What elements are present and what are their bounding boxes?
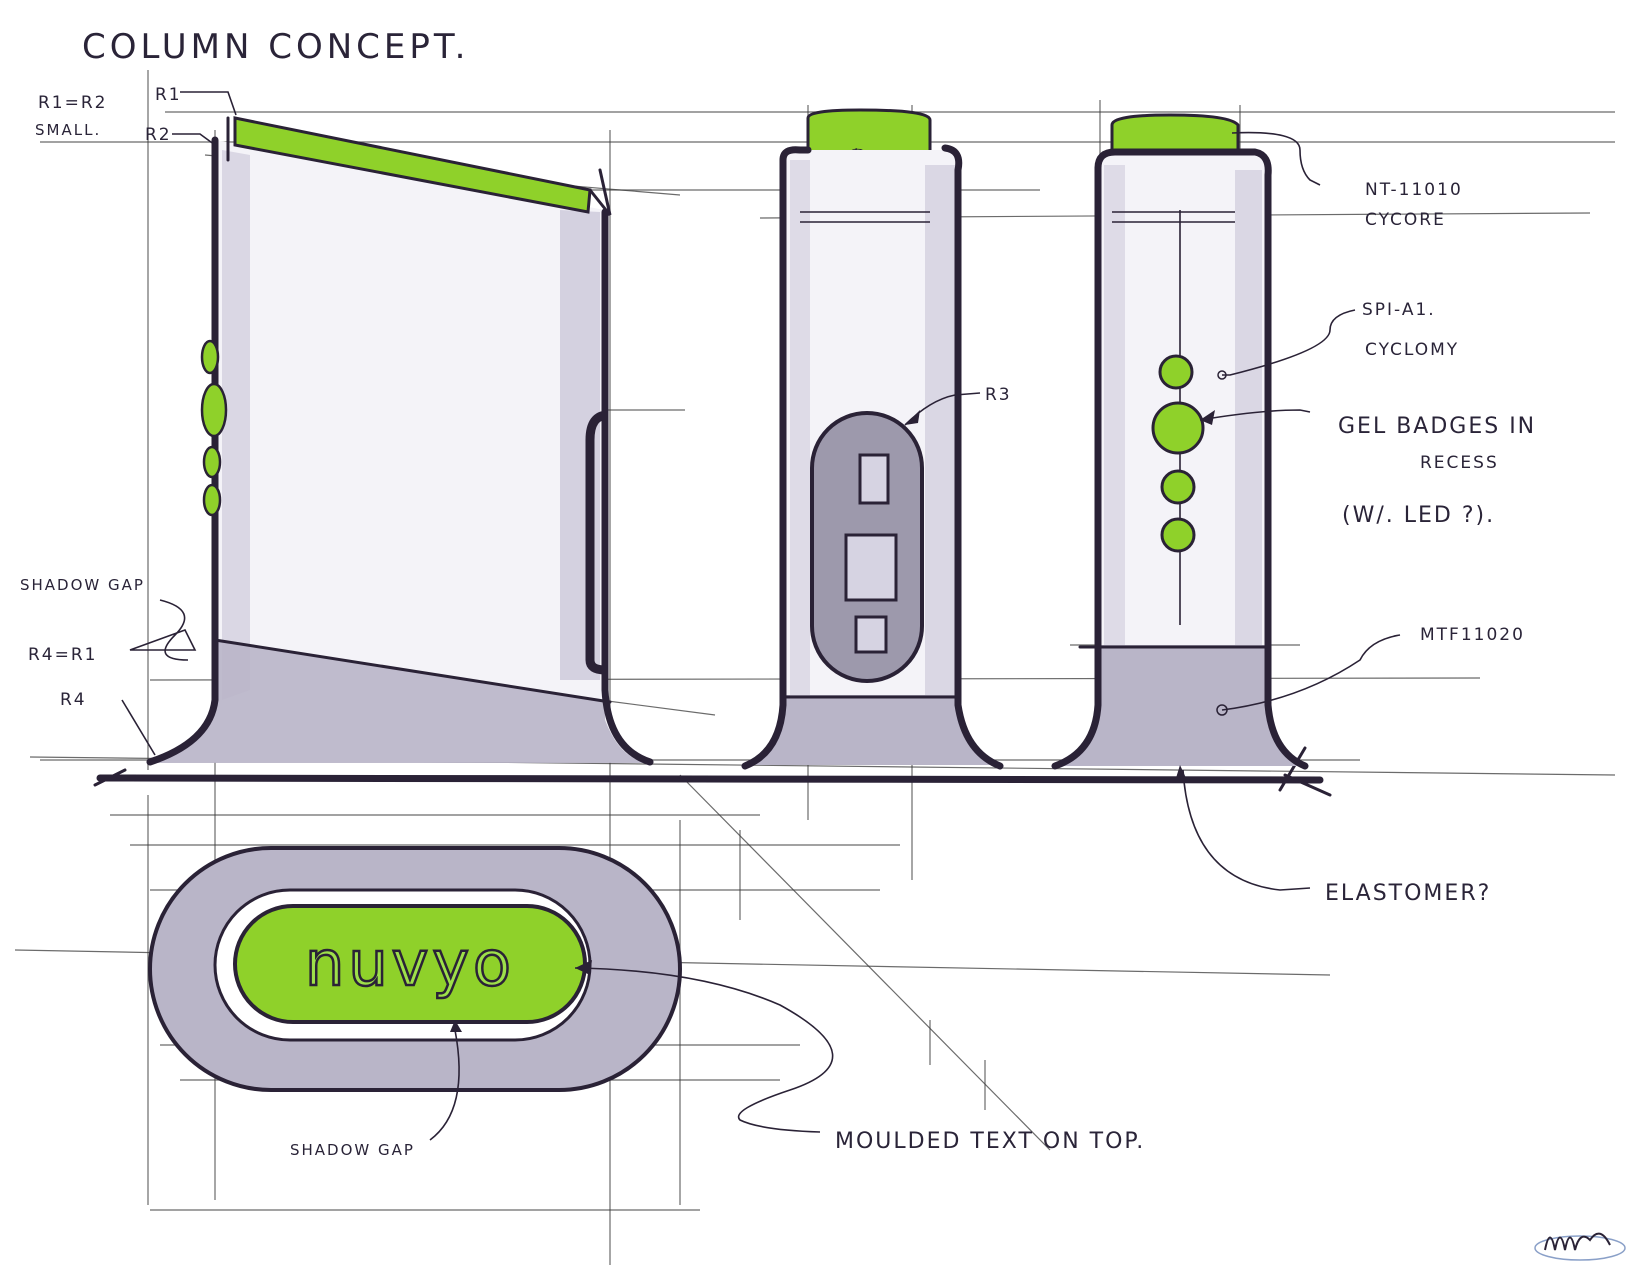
label-r2: R2 bbox=[145, 125, 172, 145]
front-power-button bbox=[854, 615, 888, 654]
label-elastomer: ELASTOMER? bbox=[1325, 881, 1491, 906]
front-media-port bbox=[844, 533, 898, 602]
label-spi: SPI-A1. bbox=[1362, 300, 1436, 320]
label-small: SMALL. bbox=[35, 121, 101, 139]
label-shadow-gap-top: SHADOW GAP bbox=[290, 1141, 415, 1159]
label-part-bottom: MTF11020 bbox=[1420, 625, 1525, 645]
label-r1-eq-r2: R1=R2 bbox=[38, 93, 108, 113]
side-badge bbox=[200, 339, 220, 375]
back-badge-large bbox=[1151, 401, 1205, 455]
ground-line bbox=[96, 774, 1324, 784]
label-r1: R1 bbox=[155, 85, 182, 105]
top-logo-text: nuvyo bbox=[305, 927, 515, 1000]
side-top-green-strip bbox=[233, 116, 592, 214]
label-r4: R4 bbox=[60, 690, 87, 710]
sketch-title: COLUMN CONCEPT. bbox=[82, 27, 469, 67]
label-moulded-text: MOULDED TEXT ON TOP. bbox=[835, 1129, 1145, 1154]
back-badge bbox=[1160, 469, 1196, 505]
label-r4-eq-r1: R4=R1 bbox=[28, 645, 98, 665]
side-badge bbox=[202, 483, 222, 517]
label-gel-badges: GEL BADGES IN bbox=[1338, 414, 1536, 439]
back-badge bbox=[1158, 354, 1194, 390]
label-part-top-color: CYCORE bbox=[1365, 210, 1446, 230]
signature-mark bbox=[1534, 1232, 1626, 1261]
side-badge bbox=[200, 382, 228, 438]
front-view: ℬ bbox=[741, 108, 1004, 770]
back-view bbox=[1051, 113, 1401, 891]
side-badge bbox=[202, 445, 222, 479]
top-view: nuvyo bbox=[148, 846, 834, 1141]
label-spi-color: CYCLOMY bbox=[1365, 340, 1459, 360]
label-r3: R3 bbox=[985, 385, 1012, 405]
side-view bbox=[121, 91, 654, 766]
back-top-green-cap bbox=[1110, 113, 1240, 160]
label-shadow-gap-side: SHADOW GAP bbox=[20, 576, 145, 594]
back-badge bbox=[1160, 517, 1196, 553]
front-usb-port bbox=[858, 453, 890, 505]
label-part-top: NT-11010 bbox=[1365, 180, 1463, 200]
label-gel-led: (W/. LED ?). bbox=[1342, 503, 1495, 528]
label-gel-recess: RECESS bbox=[1420, 453, 1499, 473]
